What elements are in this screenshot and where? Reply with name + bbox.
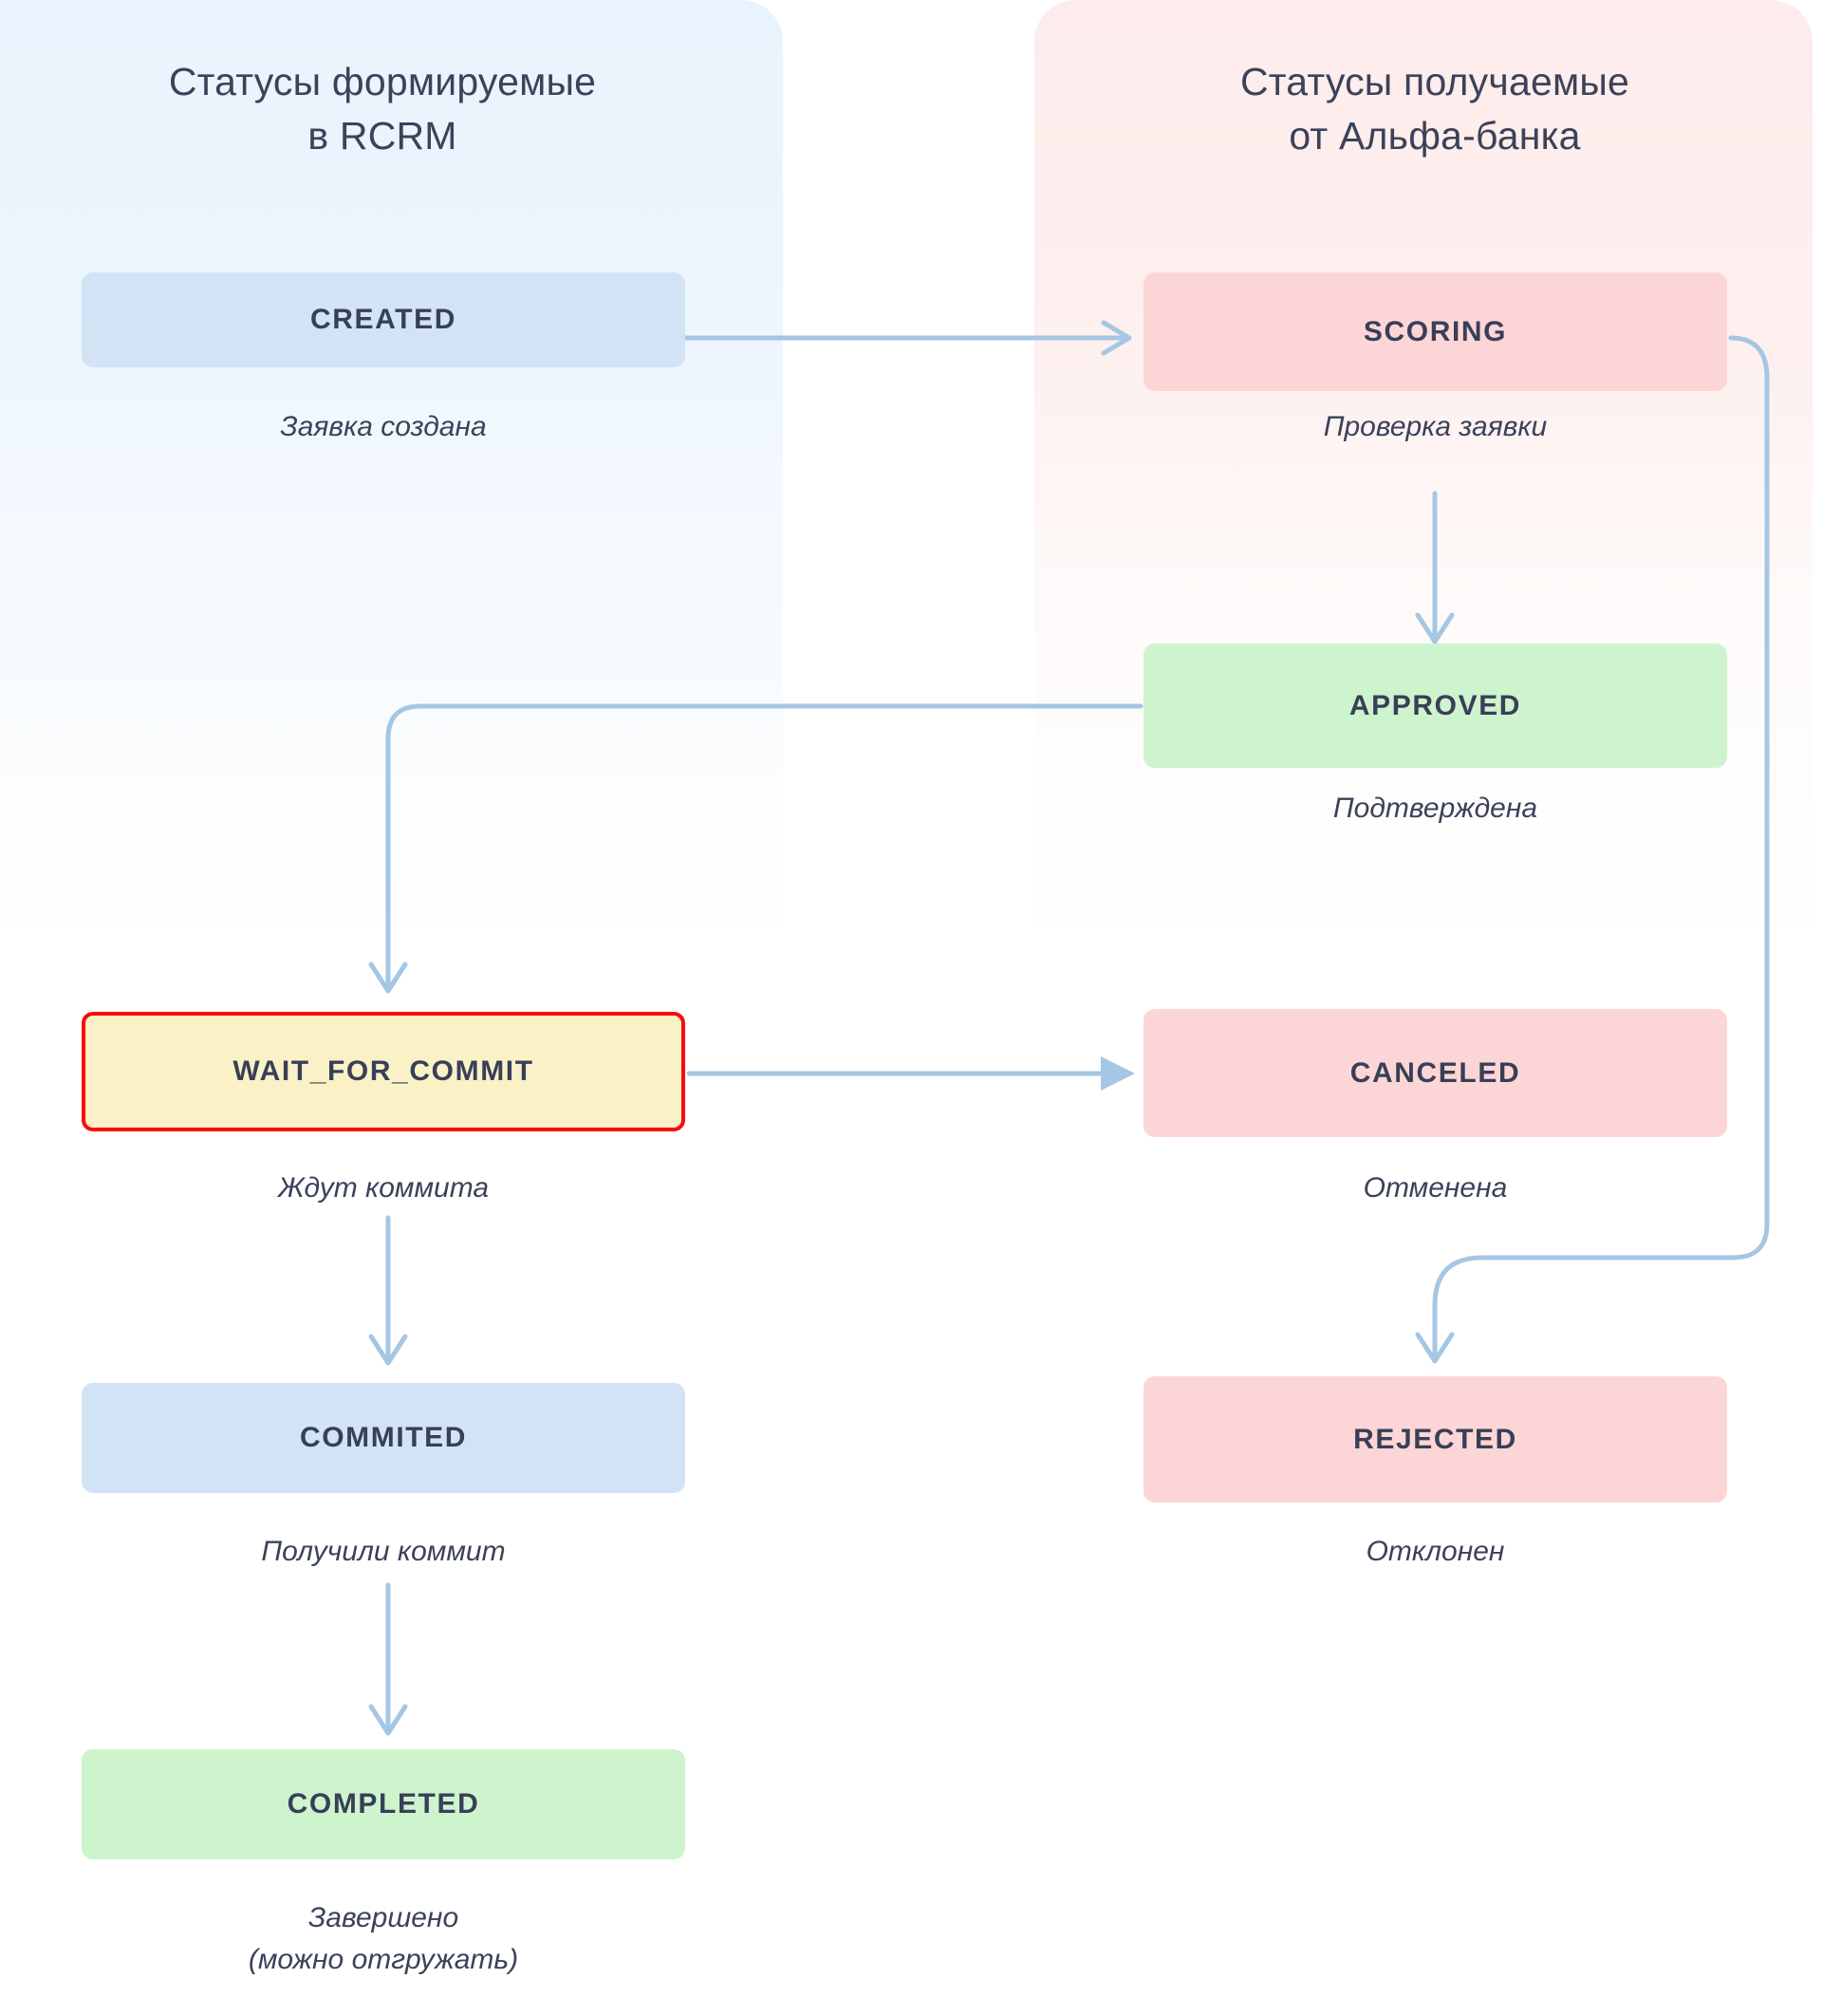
node-created[interactable]: CREATED: [82, 272, 685, 367]
node-rejected[interactable]: REJECTED: [1143, 1376, 1727, 1503]
column-title-rcrm: Статусы формируемые в RCRM: [168, 60, 597, 158]
caption-wait-for-commit: Ждут коммита: [277, 1172, 490, 1204]
caption-approved: Подтверждена: [1332, 793, 1538, 824]
caption-canceled: Отменена: [1363, 1172, 1508, 1204]
node-canceled[interactable]: CANCELED: [1143, 1009, 1727, 1137]
column-title-alfa: Статусы получаемые от Альфа-банка: [1239, 60, 1630, 158]
caption-created: Заявка создана: [280, 411, 487, 442]
node-wait-for-commit[interactable]: WAIT_FOR_COMMIT: [82, 1012, 685, 1131]
edge-commited-to-completed: [368, 1582, 408, 1736]
node-commited[interactable]: COMMITED: [82, 1383, 685, 1493]
caption-rejected: Отклонен: [1366, 1536, 1505, 1567]
node-completed[interactable]: COMPLETED: [82, 1749, 685, 1859]
caption-commited: Получили коммит: [261, 1536, 506, 1567]
node-scoring[interactable]: SCORING: [1143, 272, 1727, 391]
edge-wait-for-commit-to-commited: [368, 1215, 408, 1366]
caption-scoring: Проверка заявки: [1323, 411, 1548, 442]
edge-wait-for-commit-to-canceled: [686, 1056, 1135, 1091]
caption-completed: Завершено (можно отгружать): [248, 1902, 519, 1975]
node-approved[interactable]: APPROVED: [1143, 644, 1727, 768]
